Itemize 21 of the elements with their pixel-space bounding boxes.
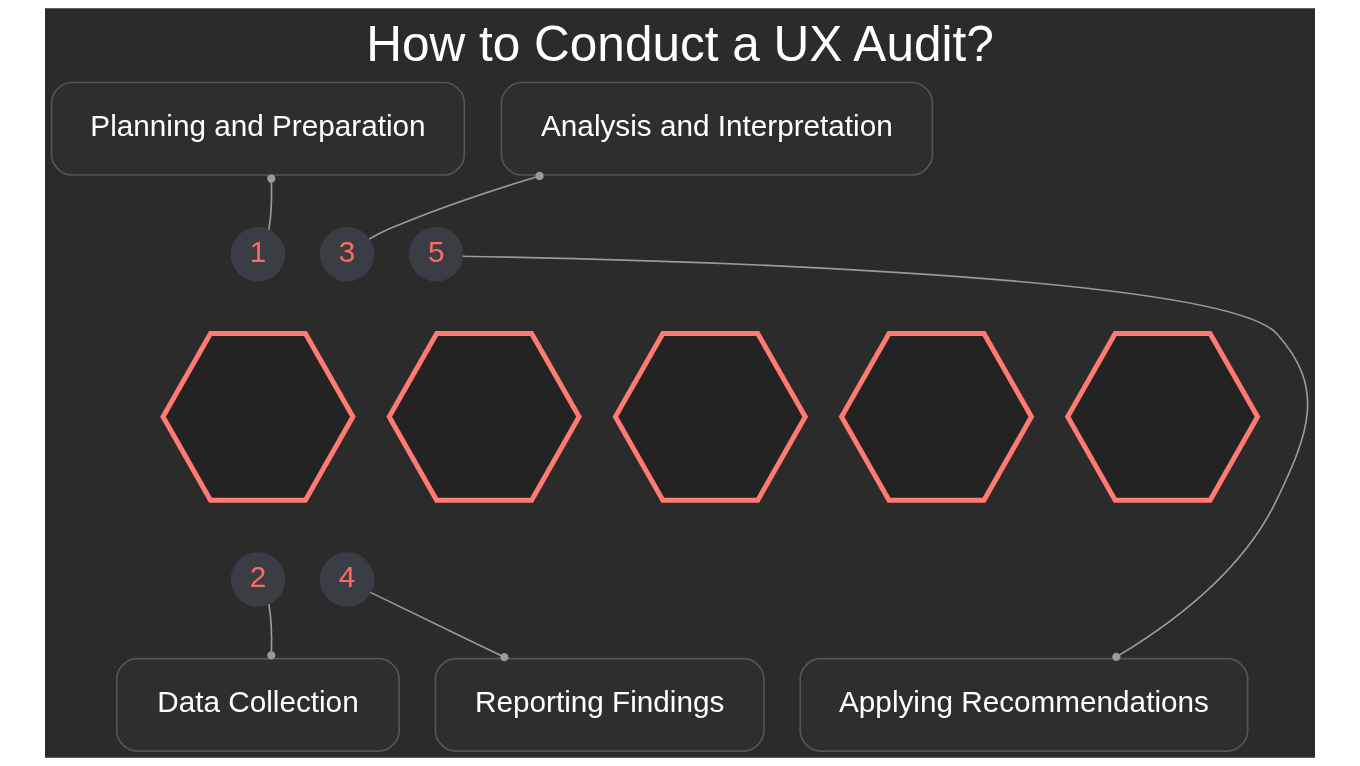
node-circle: 5 [409,227,464,282]
node-box: Analysis and Interpretation [500,81,934,176]
node-circle: 1 [230,227,286,282]
diagram-title: How to Conduct a UX Audit? [366,16,994,72]
node-box: Applying Recommendations [799,657,1249,752]
node-hexagon [612,331,809,503]
connector [267,603,276,660]
node-hexagon [1064,331,1261,503]
connector [369,591,509,662]
node-box: Reporting Findings [434,657,765,752]
node-hexagon [386,331,582,503]
node-hexagon [838,331,1035,503]
connector [368,171,544,240]
node-box: Data Collection [116,657,400,752]
node-hexagon [160,331,356,503]
node-circle: 4 [319,552,375,607]
connector [461,255,1309,662]
connector [267,174,276,231]
node-circle: 3 [319,227,375,282]
node-box: Planning and Preparation [50,81,466,176]
node-circle: 2 [230,552,286,607]
